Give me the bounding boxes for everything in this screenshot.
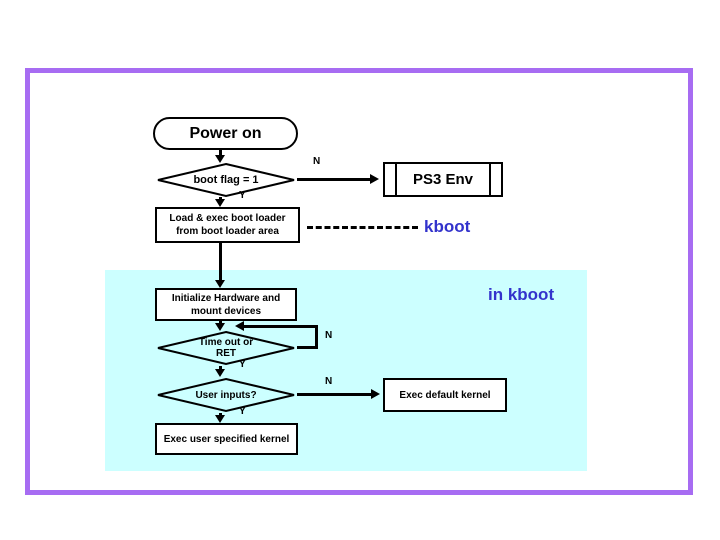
timeout-label: Time out or RET	[155, 330, 297, 366]
edge-label-bootflag-y: Y	[239, 190, 246, 201]
predefined-strip	[395, 163, 397, 196]
arrowhead-right-icon	[370, 174, 379, 184]
edge-label-userinputs-n: N	[325, 376, 333, 387]
arrowhead-down-icon	[215, 323, 225, 331]
predefined-strip	[489, 163, 491, 196]
diamond-shape	[157, 377, 295, 413]
arrowhead-right-icon	[371, 389, 380, 399]
kboot-dashed-line	[307, 226, 418, 229]
connector-bootflag-ps3env	[297, 178, 370, 181]
kboot-annotation: kboot	[424, 217, 471, 236]
process-exec-default-kernel: Exec default kernel	[383, 378, 507, 412]
slide-border-frame	[25, 68, 693, 495]
connector-poweron-bootflag	[219, 150, 222, 156]
connector-timeout-userinputs	[219, 366, 222, 370]
process-exec-user-kernel: Exec user specified kernel	[155, 423, 298, 455]
exec-default-label: Exec default kernel	[399, 389, 491, 401]
connector-load-init	[219, 243, 222, 281]
predefined-process-ps3-env: PS3 Env	[383, 162, 503, 197]
init-hw-line1: Initialize Hardware and	[171, 292, 281, 304]
edge-label-timeout-n: N	[325, 330, 333, 341]
loop-segment-top	[244, 325, 318, 328]
terminator-power-on: Power on	[153, 117, 298, 150]
decision-boot-flag: boot flag = 1	[155, 162, 297, 198]
connector-bootflag-load	[219, 197, 222, 200]
decision-timeout-or-ret: Time out or RET	[155, 330, 297, 366]
timeout-line1: Time out or	[198, 337, 254, 348]
process-initialize-hardware: Initialize Hardware and mount devices	[155, 288, 297, 321]
exec-user-label: Exec user specified kernel	[163, 433, 290, 445]
loop-segment-bottom	[297, 346, 318, 349]
load-exec-line2: from boot loader area	[176, 226, 279, 237]
decision-user-inputs: User inputs?	[155, 377, 297, 413]
diamond-shape	[157, 162, 295, 198]
load-exec-line1: Load & exec boot loader	[169, 213, 286, 224]
diamond-shape	[157, 330, 295, 366]
arrowhead-down-icon	[215, 415, 225, 423]
connector-userinputs-execuser	[219, 413, 222, 416]
in-kboot-annotation: in kboot	[488, 285, 555, 304]
connector-init-timeout	[219, 321, 222, 324]
arrowhead-down-icon	[215, 155, 225, 163]
edge-label-timeout-y: Y	[239, 359, 246, 370]
loop-segment-vertical	[315, 325, 318, 349]
arrowhead-down-icon	[215, 280, 225, 288]
boot-flag-label: boot flag = 1	[193, 173, 259, 186]
timeout-line2: RET	[216, 348, 236, 359]
init-hw-line2: mount devices	[190, 305, 262, 317]
power-on-label: Power on	[189, 124, 262, 142]
arrowhead-down-icon	[215, 199, 225, 207]
ps3-env-label: PS3 Env	[412, 171, 474, 188]
user-inputs-label: User inputs?	[195, 389, 257, 401]
arrowhead-left-icon	[235, 321, 244, 331]
edge-label-userinputs-y: Y	[239, 406, 246, 417]
process-load-exec-bootloader: Load & exec boot loader from boot loader…	[155, 207, 300, 243]
edge-label-bootflag-n: N	[313, 156, 321, 167]
connector-userinputs-execdefault	[297, 393, 371, 396]
arrowhead-down-icon	[215, 369, 225, 377]
